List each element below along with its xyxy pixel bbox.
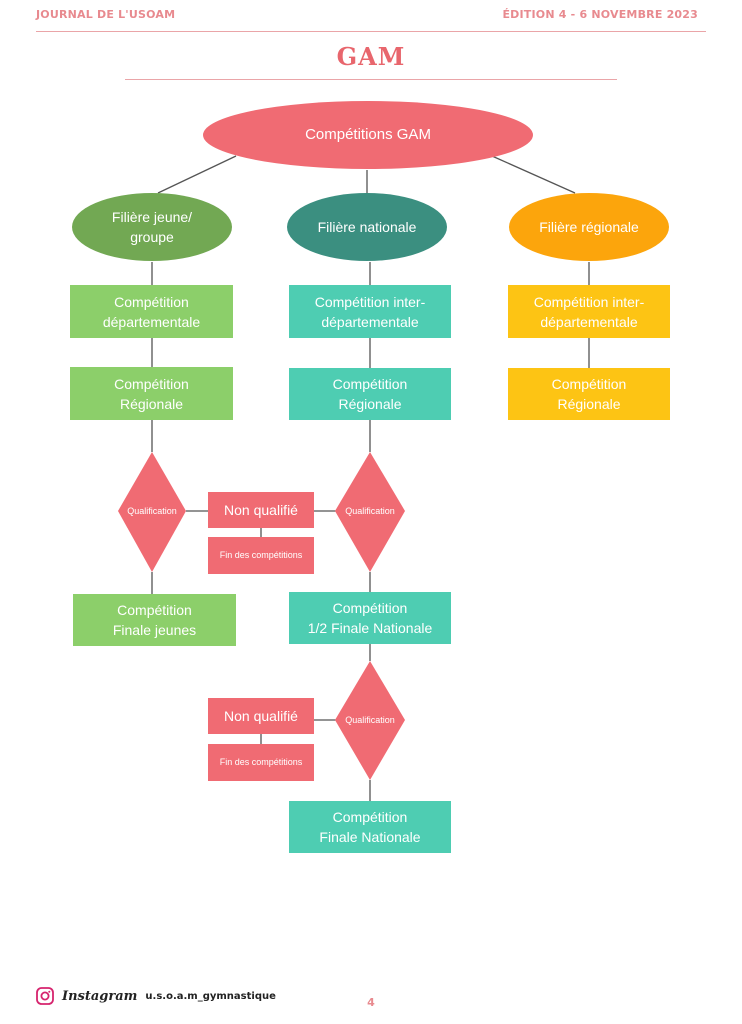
title-underline (125, 79, 617, 80)
instagram-handle[interactable]: u.s.o.a.m_gymnastique (145, 990, 276, 1002)
nationale-competition-interdepartementale: Compétition inter- départementale (289, 285, 451, 338)
header-divider (36, 31, 706, 32)
edge-root-regionale (491, 155, 576, 194)
jeune-competition-regionale: Compétition Régionale (70, 367, 233, 420)
edge-root-jeune (157, 155, 237, 194)
qualification-diamond-nationale-2 (335, 661, 405, 780)
root-competitions-gam: Compétitions GAM (203, 101, 533, 169)
edition-date: ÉDITION 4 - 6 NOVEMBRE 2023 (502, 8, 698, 21)
regionale-competition-regionale: Compétition Régionale (508, 368, 670, 420)
page-title: GAM (336, 42, 406, 71)
page-number: 4 (367, 996, 375, 1009)
regionale-competition-interdepartementale: Compétition inter- départementale (508, 285, 670, 338)
instagram-icon (36, 987, 54, 1005)
instagram-wordmark: Instagram (62, 988, 138, 1004)
nationale-competition-regionale: Compétition Régionale (289, 368, 451, 420)
jeune-competition-departementale: Compétition départementale (70, 285, 233, 338)
instagram-footer[interactable]: Instagram u.s.o.a.m_gymnastique (36, 987, 276, 1005)
nationale-qualification-label-2: Qualification (345, 714, 395, 725)
branch-filiere-nationale: Filière nationale (287, 193, 447, 261)
jeune-qualification-label: Qualification (127, 505, 177, 516)
non-qualifie-1: Non qualifié (208, 492, 314, 528)
fin-des-competitions-2: Fin des compétitions (208, 744, 314, 781)
jeune-competition-finale: Compétition Finale jeunes (73, 594, 236, 646)
branch-filiere-jeune: Filière jeune/ groupe (72, 193, 232, 261)
qualification-diamond-jeune (118, 452, 186, 572)
nationale-competition-demi-finale: Compétition 1/2 Finale Nationale (289, 592, 451, 644)
non-qualifie-2: Non qualifié (208, 698, 314, 734)
nationale-qualification-label-1: Qualification (345, 505, 395, 516)
nationale-competition-finale: Compétition Finale Nationale (289, 801, 451, 853)
journal-name: JOURNAL DE L'USOAM (36, 8, 176, 21)
branch-filiere-regionale: Filière régionale (509, 193, 669, 261)
qualification-diamond-nationale-1 (335, 452, 405, 572)
fin-des-competitions-1: Fin des compétitions (208, 537, 314, 574)
